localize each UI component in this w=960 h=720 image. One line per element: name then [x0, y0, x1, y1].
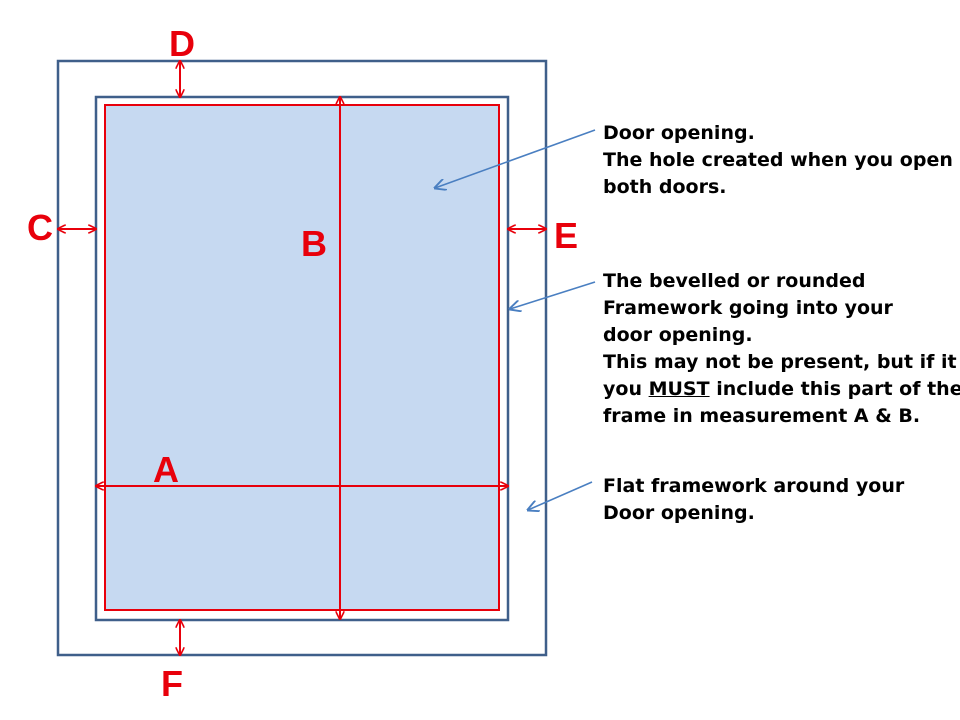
label-e: E: [554, 215, 578, 256]
note-line: door opening.: [603, 324, 753, 346]
pointer-bevelled-frame: [510, 281, 596, 309]
note-line: The bevelled or rounded: [603, 270, 866, 292]
note-line: both doors.: [603, 176, 727, 198]
label-d: D: [169, 23, 195, 64]
label-b: B: [301, 223, 327, 264]
note-line: Framework going into your: [603, 297, 893, 319]
note-bevelled-frame: The bevelled or rounded Framework going …: [603, 268, 960, 430]
note-line: Door opening.: [603, 502, 755, 524]
note-line-must: you MUST include this part of the: [603, 376, 960, 403]
note-text: you: [603, 378, 649, 400]
label-f: F: [161, 663, 183, 704]
note-text: include this part of the: [709, 378, 960, 400]
note-line: Door opening.: [603, 122, 755, 144]
note-door-opening: Door opening. The hole created when you …: [603, 120, 953, 201]
must-emphasis: MUST: [648, 378, 710, 400]
door-opening: [104, 104, 500, 611]
note-line: This may not be present, but if it is,: [603, 351, 960, 373]
label-a: A: [153, 449, 179, 490]
note-line: frame in measurement A & B.: [603, 405, 921, 427]
note-line: The hole created when you open: [603, 149, 953, 171]
note-flat-frame: Flat framework around your Door opening.: [603, 473, 904, 527]
label-c: C: [27, 207, 53, 248]
pointer-flat-frame: [528, 481, 593, 510]
pointer-door-opening: [435, 129, 596, 188]
note-line: Flat framework around your: [603, 475, 905, 497]
